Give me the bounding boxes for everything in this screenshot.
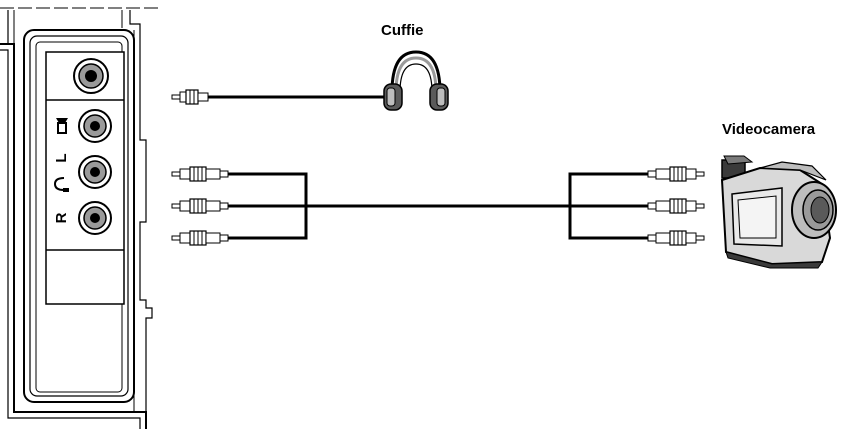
rca-jack-audio-left[interactable] — [78, 155, 112, 189]
rca-plug-tv-bottom — [171, 230, 229, 246]
headphone-symbol-icon — [53, 177, 69, 192]
rca-cable — [228, 172, 648, 240]
rca-plug-camera-top — [647, 166, 705, 182]
camcorder-label: Videocamera — [722, 121, 816, 138]
rca-plug-tv-top — [171, 166, 229, 182]
video-input-icon — [56, 118, 68, 134]
headphones-label: Cuffie — [381, 22, 424, 39]
rca-plug-camera-middle — [647, 198, 705, 214]
minijack-plug-icon — [171, 89, 209, 105]
rca-jack-video[interactable] — [78, 109, 112, 143]
rca-plug-tv-middle — [171, 198, 229, 214]
camcorder-icon — [720, 155, 837, 269]
headphone-jack[interactable] — [73, 58, 109, 94]
headphones-icon — [383, 50, 449, 111]
panel-label-left: L — [53, 153, 70, 162]
rca-plug-camera-bottom — [647, 230, 705, 246]
panel-label-right: R — [53, 212, 70, 223]
rca-jack-audio-right[interactable] — [78, 201, 112, 235]
